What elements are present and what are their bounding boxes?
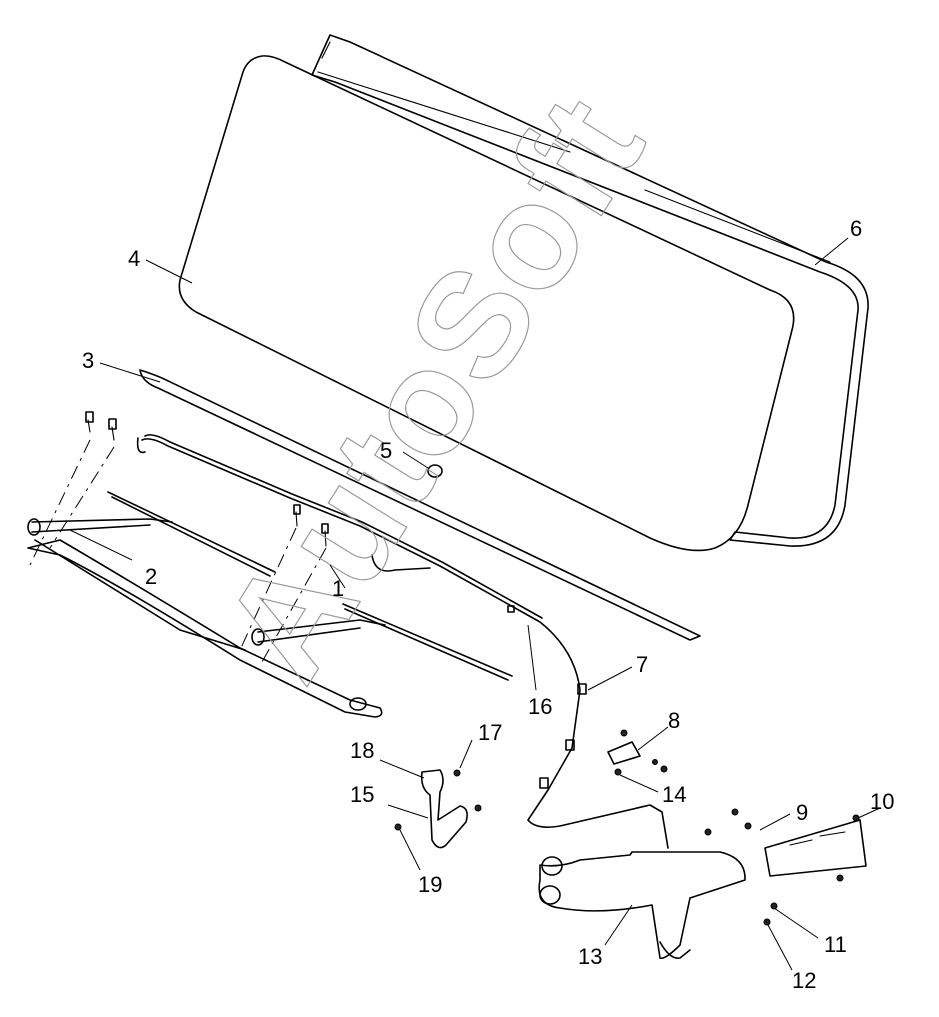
callout-17: 17 [478, 720, 502, 745]
windshield-glass [178, 55, 795, 552]
mounting-plate [704, 808, 867, 926]
callout-labels: 1 2 3 4 5 6 7 8 9 10 11 12 13 14 15 16 1… [82, 216, 894, 993]
callout-11: 11 [824, 932, 847, 957]
callout-16: 16 [528, 694, 552, 719]
washer-reservoir [538, 851, 746, 960]
callout-5: 5 [380, 438, 392, 463]
windshield-seal [311, 34, 869, 547]
callout-3: 3 [82, 348, 94, 373]
callout-19: 19 [418, 872, 442, 897]
leader-lines [69, 237, 881, 971]
callout-2: 2 [145, 564, 157, 589]
washer-hoses [136, 434, 669, 849]
callout-8: 8 [668, 708, 680, 733]
callout-7: 7 [636, 652, 648, 677]
callout-6: 6 [850, 216, 862, 241]
callout-1: 1 [332, 576, 344, 601]
clip-bracket [607, 729, 668, 776]
callout-15: 15 [350, 782, 374, 807]
callout-12: 12 [792, 968, 816, 993]
callout-14: 14 [662, 782, 686, 807]
callout-10: 10 [870, 789, 894, 814]
callout-18: 18 [350, 738, 374, 763]
watermark: AutoSoft [190, 67, 676, 707]
cowl-strip [139, 369, 701, 641]
callout-4: 4 [128, 246, 140, 271]
grommet [427, 464, 443, 478]
wiper-assembly [27, 411, 513, 718]
callout-13: 13 [578, 944, 602, 969]
bracket [394, 769, 482, 849]
callout-9: 9 [796, 800, 808, 825]
